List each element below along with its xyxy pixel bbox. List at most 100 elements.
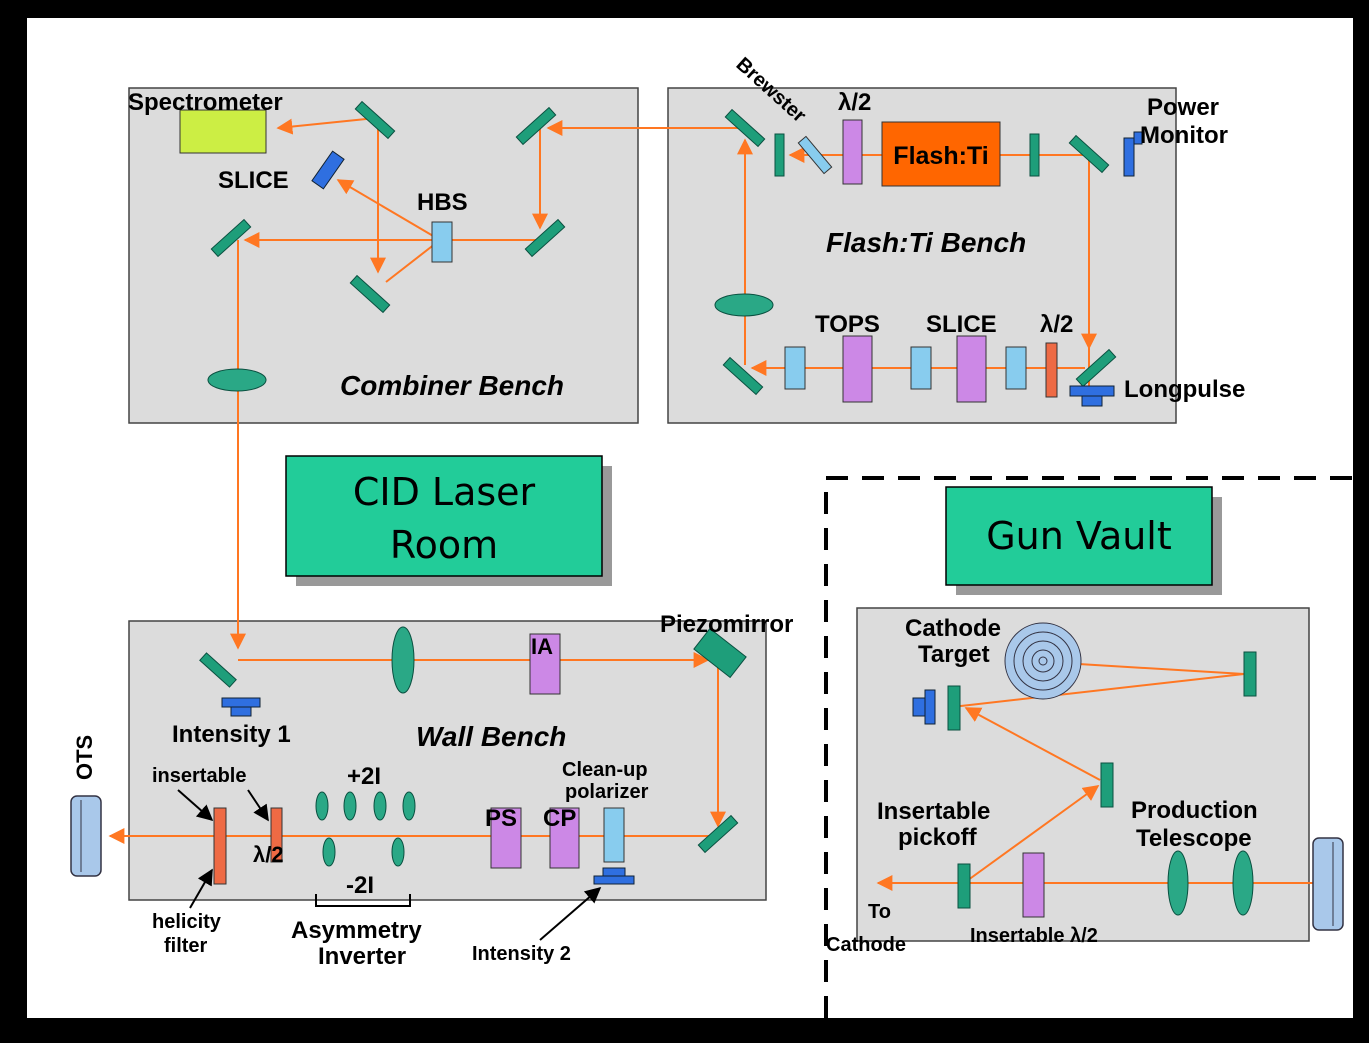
wall-bench-area	[128, 620, 767, 901]
intensity2-detector	[593, 875, 635, 885]
half-wave-top-label: λ/2	[838, 89, 871, 116]
piezomirror	[693, 627, 747, 679]
hbs-label: HBS	[417, 189, 468, 216]
cathode-target-label-2: Target	[918, 641, 990, 668]
slice-polarizer-combiner	[311, 150, 345, 190]
minus2i-lens-2	[391, 837, 405, 867]
mirror-vault-1	[1243, 651, 1257, 697]
spectrometer-label: Spectrometer	[128, 89, 283, 116]
vault-detector-head	[912, 697, 926, 717]
lens-combiner	[207, 368, 267, 392]
insertable-pickoff-label-1: Insertable	[877, 798, 990, 825]
polarizer-flash-3	[1005, 346, 1027, 390]
telescope-lens-1	[1167, 850, 1189, 916]
beam-vault-diag2	[964, 707, 1101, 781]
slice-pockels-cell	[956, 335, 987, 403]
spectrometer-box	[179, 109, 267, 154]
laser-room-title-line1: CID Laser	[353, 470, 536, 514]
half-wave-plate-flash	[1045, 342, 1058, 398]
insertable-pointer-1	[177, 789, 214, 822]
helicity-label-1: helicity	[152, 911, 222, 933]
insertable-pickoff-label-2: pickoff	[898, 824, 978, 851]
ps-cell	[490, 807, 522, 869]
beam-to-slice	[336, 179, 441, 241]
mirror-wall-2	[697, 814, 739, 854]
plus2i-lens-3	[373, 791, 387, 821]
beam-to-spectrometer	[276, 117, 377, 135]
intensity2-label: Intensity 2	[472, 943, 571, 965]
intensity1-detector	[221, 697, 261, 708]
gun-vault-title-text: Gun Vault	[986, 514, 1172, 558]
longpulse-label: Longpulse	[1124, 376, 1245, 403]
half-wave-plate-top	[842, 119, 863, 185]
cp-cell	[549, 807, 580, 869]
mirror-combiner-1	[354, 100, 396, 140]
cathode-target-label-1: Cathode	[905, 615, 1001, 642]
power-monitor-detector	[1123, 137, 1135, 177]
combiner-mirrors	[210, 100, 566, 314]
plus2i-lens-2	[343, 791, 357, 821]
ots-window	[70, 795, 102, 877]
insertable-half-wave-label: Insertable λ/2	[970, 925, 1098, 947]
longpulse-detector-base	[1081, 395, 1103, 407]
intensity1-detector-base	[230, 706, 252, 717]
mirror-flash-4	[722, 356, 764, 396]
minus2i-label: -2I	[346, 872, 374, 899]
beam-paths	[108, 117, 1315, 891]
longpulse-detector	[1069, 385, 1115, 397]
helicity-pointer	[189, 868, 213, 909]
rear-mirror-flash	[1029, 133, 1040, 177]
mirror-combiner-4	[210, 218, 252, 258]
asymmetry-label-2: Inverter	[318, 943, 406, 970]
vault-window	[1312, 837, 1344, 931]
telescope-lens-2	[1232, 850, 1254, 916]
power-monitor-head	[1133, 131, 1143, 145]
combiner-bench-label: Combiner Bench	[340, 370, 564, 401]
ps-label: PS	[485, 805, 517, 832]
beam-vault-to-mirror	[951, 673, 1245, 708]
tops-label: TOPS	[815, 311, 880, 338]
half-wave-wall-label: λ/2	[253, 842, 284, 867]
minus2i-lens-1	[322, 837, 336, 867]
polarizer-flash-1	[784, 346, 806, 390]
intensity2-pointer	[539, 886, 602, 941]
lens-flash	[714, 293, 774, 317]
beam-hbs-diag	[385, 239, 441, 283]
beam-vault-diag1	[963, 785, 1100, 884]
flash-ti-label: Flash:Ti	[893, 142, 988, 170]
insertable-pointer-2	[247, 789, 269, 822]
hbs-beamsplitter	[431, 221, 453, 263]
vault-detector	[924, 689, 936, 725]
ia-cell	[529, 633, 561, 695]
intensity1-label: Intensity 1	[172, 721, 291, 748]
mirror-flash-2	[1068, 134, 1110, 174]
plus2i-lens-4	[402, 791, 416, 821]
asymmetry-bracket	[315, 894, 411, 907]
mirror-flash-1	[724, 108, 766, 148]
brewster-window	[797, 135, 833, 175]
wall-bench-label: Wall Bench	[416, 721, 566, 752]
production-telescope-label-2: Telescope	[1136, 825, 1252, 852]
output-coupler	[774, 133, 785, 177]
cleanup-label-1: Clean-up	[562, 759, 648, 781]
intensity2-detector-top	[602, 867, 626, 877]
to-cathode-label-1: To	[868, 901, 891, 923]
asymmetry-inverter-lenses	[315, 791, 416, 867]
power-monitor-label-2: Monitor	[1140, 122, 1228, 149]
gun-vault-title: Gun Vault	[945, 486, 1222, 595]
half-wave-flash-label: λ/2	[1040, 311, 1073, 338]
asymmetry-label-1: Asymmetry	[291, 917, 422, 944]
flash-ti-box	[881, 121, 1001, 187]
power-monitor-label-1: Power	[1147, 94, 1219, 121]
mirror-combiner-2	[515, 106, 557, 146]
piezomirror-label: Piezomirror	[660, 611, 793, 638]
polarizer-flash-2	[910, 346, 932, 390]
mirror-combiner-5	[349, 274, 391, 314]
flash-mirrors	[722, 108, 1117, 396]
laser-room-title-line2: Room	[390, 523, 498, 567]
ia-label: IA	[531, 634, 553, 659]
to-cathode-label-2: Cathode	[826, 934, 906, 956]
helicity-label-2: filter	[164, 935, 208, 957]
production-telescope-label-1: Production	[1131, 797, 1258, 824]
